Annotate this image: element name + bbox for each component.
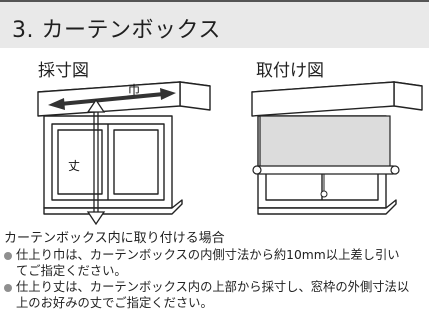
- installation-diagram: [251, 81, 423, 215]
- bullet-height: 仕上り丈は、カーテンボックス内の上部から採寸し、窓枠の外側寸法以 上のお好みの丈…: [0, 280, 429, 311]
- bullet-width: 仕上り巾は、カーテンボックスの内側寸法から約10mm以上差し引い てご指定くださ…: [0, 248, 429, 279]
- installation-diagram-label: 取付け図: [256, 61, 324, 81]
- bullet-dot-icon: [4, 284, 12, 292]
- bullet-height-line1: 仕上り丈は、カーテンボックス内の上部から採寸し、窓枠の外側寸法以: [16, 280, 410, 294]
- section-title: 3. カーテンボックス: [12, 18, 221, 43]
- bullet-width-line1: 仕上り巾は、カーテンボックスの内側寸法から約10mm以上差し引い: [16, 248, 400, 262]
- section-header: 3. カーテンボックス: [0, 0, 429, 48]
- bullet-width-line2: てご指定ください。: [16, 263, 127, 278]
- height-mark: 丈: [68, 159, 80, 173]
- instructions: カーテンボックス内に取り付ける場合 仕上り巾は、カーテンボックスの内側寸法から約…: [0, 231, 429, 311]
- measurement-diagram: 巾 丈: [37, 81, 211, 226]
- bullet-height-line2: 上のお好みの丈でご指定ください。: [16, 295, 213, 310]
- width-mark: 巾: [128, 83, 140, 97]
- measurement-diagram-label: 採寸図: [38, 61, 89, 81]
- instructions-heading: カーテンボックス内に取り付ける場合: [4, 231, 225, 246]
- bullet-dot-icon: [4, 252, 12, 260]
